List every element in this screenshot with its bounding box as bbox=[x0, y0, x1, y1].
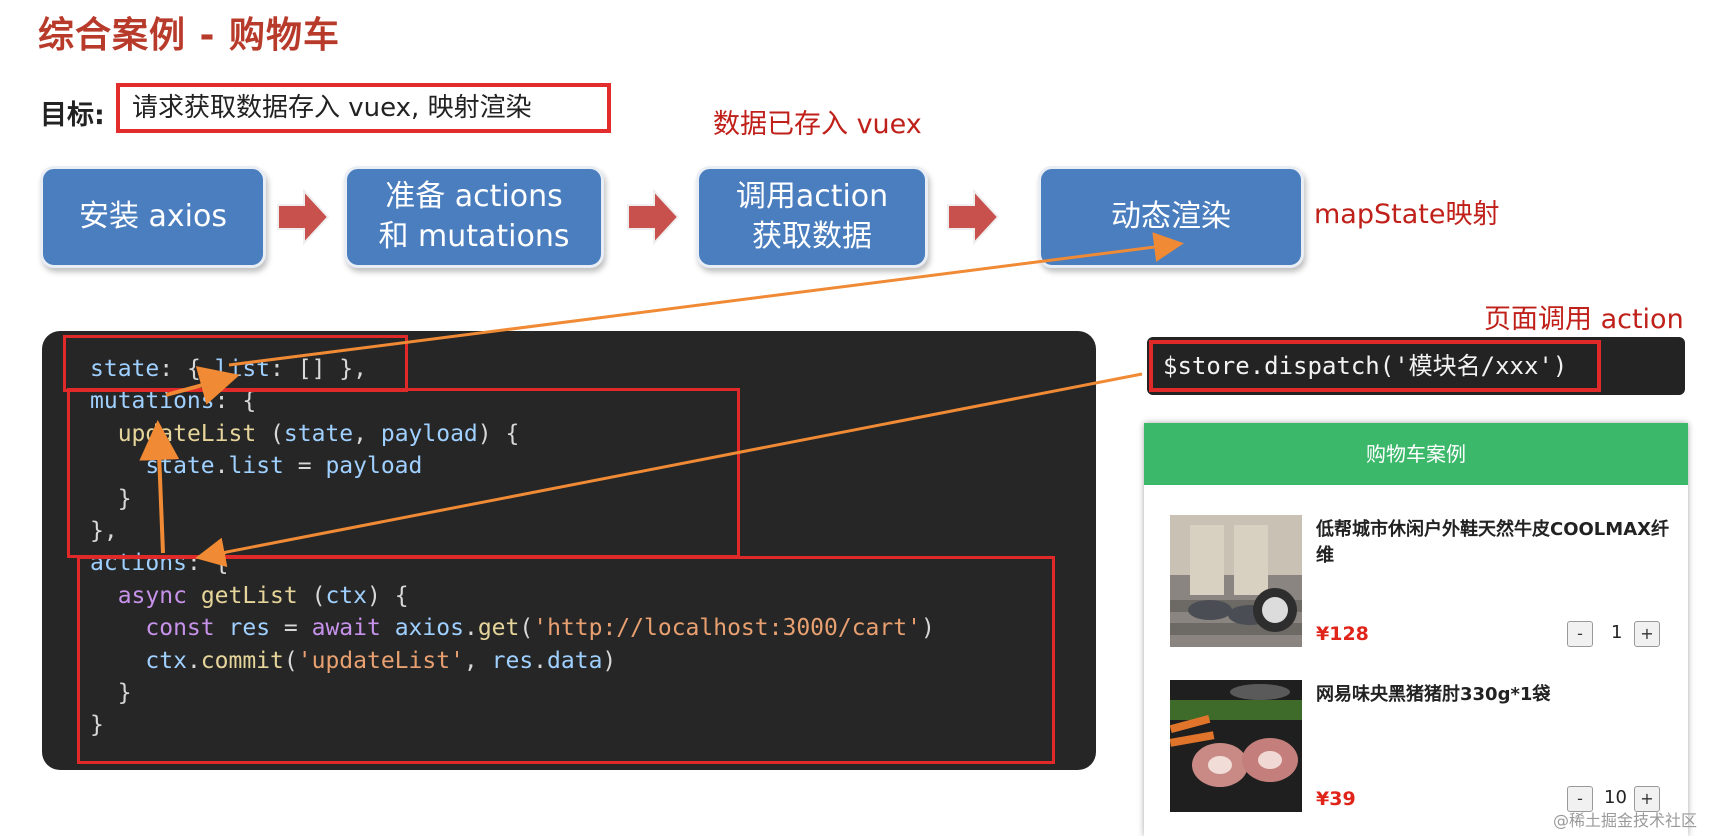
shoe-image bbox=[1170, 515, 1302, 647]
slide-title: 综合案例 - 购物车 bbox=[38, 15, 341, 56]
step-dynamic-render: 动态渲染 bbox=[1038, 166, 1304, 268]
dispatch-code: $store.dispatch('模块名/xxx') bbox=[1149, 340, 1601, 392]
decrease-button[interactable]: - bbox=[1567, 621, 1593, 647]
list-item: 低帮城市休闲户外鞋天然牛皮COOLMAX纤维 ¥128 - 1 + bbox=[1170, 515, 1680, 650]
quantity-value: 1 bbox=[1611, 622, 1623, 643]
state-highlight-box bbox=[63, 335, 408, 392]
note-data-stored: 数据已存入 vuex bbox=[713, 109, 922, 140]
product-name: 低帮城市休闲户外鞋天然牛皮COOLMAX纤维 bbox=[1316, 519, 1670, 566]
increase-button[interactable]: + bbox=[1634, 621, 1660, 647]
flow-arrow-icon bbox=[627, 189, 680, 245]
step-prepare-actions: 准备 actions 和 mutations bbox=[344, 166, 604, 268]
list-item: 网易味央黑猪猪肘330g*1袋 ¥39 - 10 + bbox=[1170, 680, 1680, 815]
goal-label: 目标: bbox=[40, 100, 105, 131]
product-price: ¥128 bbox=[1316, 623, 1369, 645]
step-install-axios: 安装 axios bbox=[40, 166, 266, 268]
quantity-value: 10 bbox=[1604, 787, 1627, 808]
decrease-button[interactable]: - bbox=[1567, 786, 1593, 812]
goal-text: 请求获取数据存入 vuex, 映射渲染 bbox=[116, 83, 611, 133]
note-mapstate: mapState映射 bbox=[1314, 199, 1500, 230]
flow-arrow-icon bbox=[947, 189, 1000, 245]
dispatch-bar bbox=[1147, 337, 1685, 395]
note-page-call: 页面调用 action bbox=[1484, 304, 1684, 335]
product-price: ¥39 bbox=[1316, 788, 1356, 810]
product-name: 网易味央黑猪猪肘330g*1袋 bbox=[1316, 684, 1551, 705]
mutations-highlight-box bbox=[67, 388, 740, 558]
pork-image bbox=[1170, 680, 1302, 812]
actions-highlight-box bbox=[77, 556, 1055, 764]
flow-arrow-icon bbox=[277, 189, 330, 245]
watermark: @稀土掘金技术社区 bbox=[1553, 811, 1698, 830]
cart-demo-panel: 购物车案例 低帮城市休闲户外鞋天然牛皮COOLMAX纤维 ¥128 - 1 + bbox=[1144, 423, 1688, 836]
increase-button[interactable]: + bbox=[1634, 786, 1660, 812]
cart-header: 购物车案例 bbox=[1144, 423, 1688, 485]
step-call-action: 调用action 获取数据 bbox=[696, 166, 928, 268]
